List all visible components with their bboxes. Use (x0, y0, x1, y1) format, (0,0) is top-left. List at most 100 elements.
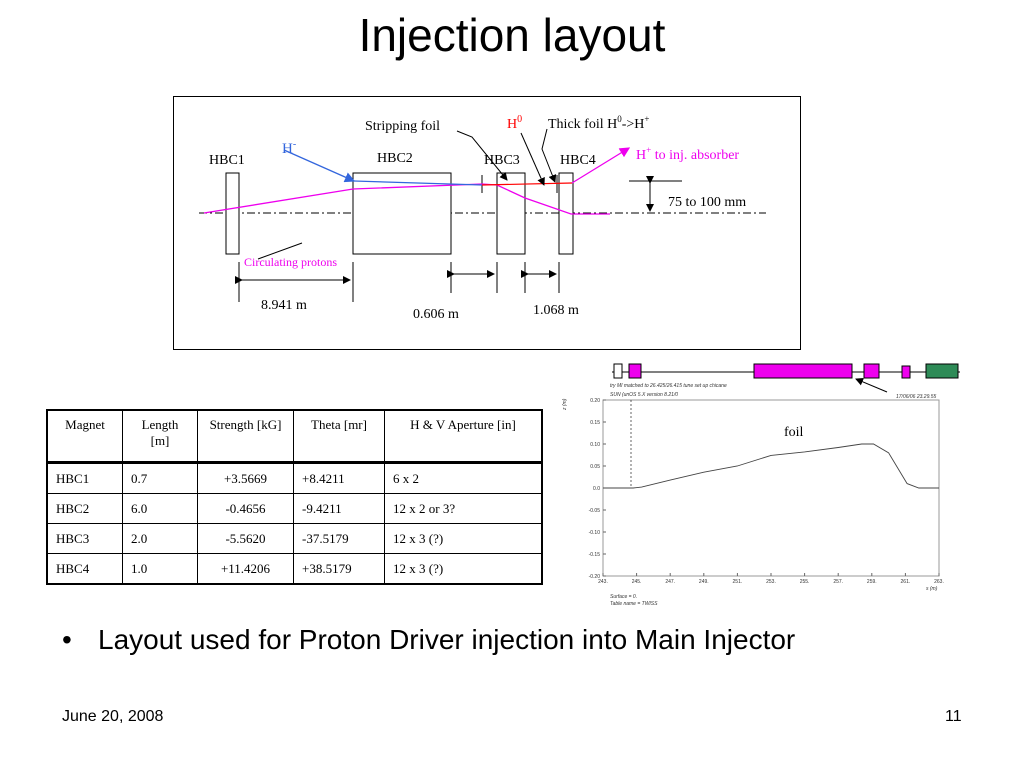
x-tick-label: 253. (766, 579, 776, 585)
foil-label: foil (784, 425, 804, 440)
plot-footer-1: Surface = 0. (610, 594, 637, 600)
orbit-plot-svg: try MI matched to 26.425/26.415 tune set… (562, 363, 960, 607)
plot-header-1: try MI matched to 26.425/26.415 tune set… (610, 383, 727, 389)
table-cell: HBC3 (46, 523, 123, 554)
footer-date: June 20, 2008 (62, 708, 164, 725)
table-row: HBC2 6.0 -0.4656 -9.4211 12 x 2 or 3? (46, 493, 543, 524)
hbc1-pointer (257, 242, 303, 260)
y-tick-label: -0.05 (589, 508, 601, 514)
thick-foil-pointer (541, 128, 557, 183)
element-hbc2 (753, 363, 853, 379)
y-tick-label: -0.15 (589, 552, 601, 558)
table-cell: HBC4 (46, 553, 123, 585)
hbc1-label: HBC1 (209, 153, 245, 168)
dim-1068-label: 1.068 m (533, 303, 579, 318)
plot-header-2: SUN (unOS 5.X version 8.21/0 (610, 392, 678, 398)
magnet-table: Magnet Length [m] Strength [kG] Theta [m… (46, 409, 543, 585)
bullet-dot: • (62, 624, 72, 655)
slide-title: Injection layout (358, 9, 666, 61)
beamline-elements (612, 363, 960, 379)
h0-path (481, 182, 573, 186)
header-strength: Strength [kG] (197, 409, 294, 464)
table-row: HBC4 1.0 +11.4206 +38.5179 12 x 3 (?) (46, 553, 543, 585)
table-row: HBC3 2.0 -5.5620 -37.5179 12 x 3 (?) (46, 523, 543, 554)
layout-schematic: HBC1 HBC2 HBC3 HBC4 Stripping foil H- H0… (199, 114, 766, 322)
table-header-row: Magnet Length [m] Strength [kG] Theta [m… (46, 409, 543, 464)
orbit-plot: try MI matched to 26.425/26.415 tune set… (560, 352, 970, 610)
plot-frame (602, 399, 940, 577)
x-tick-label: 249. (699, 579, 709, 585)
table-cell: 1.0 (122, 553, 198, 585)
dim-8941-label: 8.941 m (261, 298, 307, 313)
x-tick-label: 259. (867, 579, 877, 585)
element-quad (925, 363, 959, 379)
element-box (613, 363, 623, 379)
stripping-foil-label: Stripping foil (365, 119, 440, 134)
table-cell: -9.4211 (293, 493, 385, 524)
y-tick-label: 0.05 (590, 464, 600, 470)
h-minus-path (353, 180, 483, 186)
y-tick-label: 0.15 (590, 420, 600, 426)
header-length: Length [m] (122, 409, 198, 464)
table-cell: +11.4206 (197, 553, 294, 585)
table-cell: 12 x 3 (?) (384, 553, 543, 585)
y-tick-label: 0.10 (590, 442, 600, 448)
y-tick-label: -0.10 (589, 530, 601, 536)
element-hbc3 (863, 363, 880, 379)
hbc3-label: HBC3 (484, 153, 520, 168)
x-tick-label: 245. (632, 579, 642, 585)
table-cell: 6.0 (122, 493, 198, 524)
x-tick-label: 247. (665, 579, 675, 585)
bullet-text: Layout used for Proton Driver injection … (98, 624, 796, 655)
table-row: HBC1 0.7 +3.5669 +8.4211 6 x 2 (46, 462, 543, 494)
table-cell: +3.5669 (197, 462, 294, 494)
y-tick-label: 0.20 (590, 398, 600, 404)
table-cell: HBC1 (46, 462, 123, 494)
plot-xlabel: s (m) (926, 586, 938, 592)
header-theta: Theta [mr] (293, 409, 385, 464)
table-cell: 0.7 (122, 462, 198, 494)
table-cell: +8.4211 (293, 462, 385, 494)
table-cell: -37.5179 (293, 523, 385, 554)
x-tick-label: 255. (800, 579, 810, 585)
h0-pointer (520, 132, 545, 186)
circulating-protons-label: Circulating protons (244, 255, 337, 269)
table-cell: 2.0 (122, 523, 198, 554)
element-hbc1 (628, 363, 642, 379)
page-number: 11 (945, 708, 962, 725)
x-tick-label: 261. (901, 579, 911, 585)
table-cell: -5.5620 (197, 523, 294, 554)
offset-label: 75 to 100 mm (668, 195, 746, 210)
plot-header-3: 17/06/06 23.29.55 (896, 394, 937, 400)
x-tick-label: 251. (733, 579, 743, 585)
y-tick-label: 0.0 (593, 486, 600, 492)
foil-pointer (855, 378, 888, 393)
injection-layout-diagram: HBC1 HBC2 HBC3 HBC4 Stripping foil H- H0… (173, 96, 801, 350)
hplus-absorber-label: H+ to inj. absorber (636, 145, 739, 163)
plot-ylabel: z (m) (562, 398, 568, 411)
bullet-item: • Layout used for Proton Driver injection… (62, 624, 795, 656)
table-cell: -0.4656 (197, 493, 294, 524)
table-cell: 12 x 2 or 3? (384, 493, 543, 524)
element-hbc4 (901, 365, 911, 379)
table-cell: +38.5179 (293, 553, 385, 585)
y-tick-label: -0.20 (589, 574, 601, 580)
dim-0606-label: 0.606 m (413, 307, 459, 322)
h-minus-label: H- (282, 139, 296, 157)
x-tick-label: 257. (833, 579, 843, 585)
thick-foil-label: Thick foil H0->H+ (548, 114, 649, 132)
hbc2-label: HBC2 (377, 151, 413, 166)
table-cell: 12 x 3 (?) (384, 523, 543, 554)
table-cell: HBC2 (46, 493, 123, 524)
header-magnet: Magnet (46, 409, 123, 464)
orbit-series-line (603, 443, 939, 489)
hbc1-magnet (225, 172, 240, 255)
hplus-arrow (571, 147, 631, 184)
h-minus-arrow (283, 149, 356, 183)
x-tick-label: 263. (934, 579, 944, 585)
x-tick-label: 243. (598, 579, 608, 585)
h0-label: H0 (507, 114, 522, 132)
hbc4-label: HBC4 (560, 153, 596, 168)
plot-footer-2: Table name = TWISS (610, 601, 658, 607)
stripping-foil-pointer (456, 130, 508, 181)
